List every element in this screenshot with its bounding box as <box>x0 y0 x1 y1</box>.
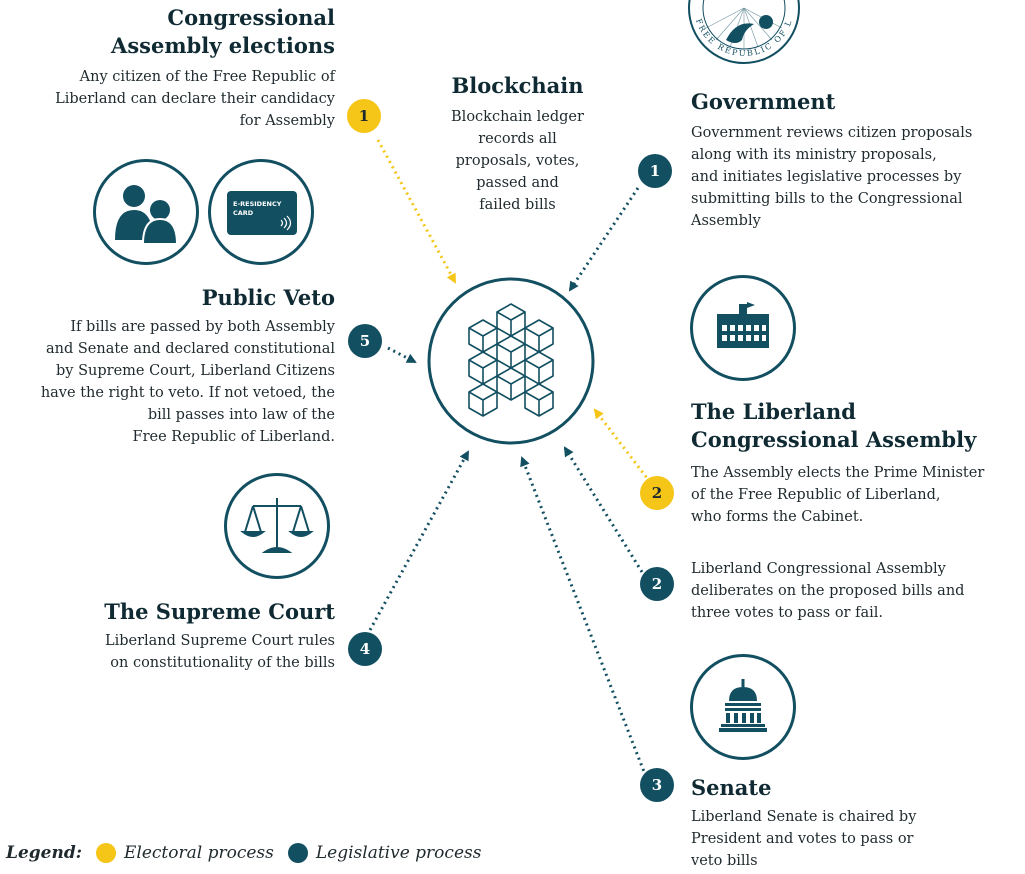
elections-text-line: Liberland can declare their candidacy <box>55 91 335 107</box>
blockchain-description: Blockchain ledger records all proposals,… <box>425 106 610 216</box>
elections-text-line: for Assembly <box>239 113 335 129</box>
electoral-swatch <box>96 843 116 863</box>
court-icon-ring <box>224 473 330 579</box>
scales-icon <box>240 498 314 553</box>
public-veto-text-line: by Supreme Court, Liberland Citizens <box>56 363 335 379</box>
legend-electoral-label: Electoral process <box>124 843 274 863</box>
arrow-assembly-legislative <box>563 446 644 573</box>
badge-supreme-court: 4 <box>348 632 382 666</box>
supreme-court-description: Liberland Supreme Court rules on constit… <box>0 630 335 674</box>
legend-legislative-label: Legislative process <box>315 843 482 863</box>
cubes-icon <box>468 303 554 417</box>
assembly-description: The Assembly elects the Prime Minister o… <box>691 462 1021 528</box>
senate-title: Senate <box>691 775 772 800</box>
blockchain-text-line: records all <box>478 131 557 147</box>
assembly-text-line: of the Free Republic of Liberland, <box>691 487 941 503</box>
public-veto-text-line: bill passes into law of the <box>147 407 335 423</box>
government-text-line: Assembly <box>691 213 761 229</box>
assembly-text-line: The Assembly elects the Prime Minister <box>691 465 985 481</box>
senate-text-line: President and votes to pass or <box>691 831 914 847</box>
liberland-seal-icon: FREE REPUBLIC OF LIBERLAND <box>686 0 800 64</box>
assembly-building-icon <box>717 302 769 348</box>
elections-title: Congressional Assembly elections <box>5 4 335 60</box>
public-veto-description: If bills are passed by both Assembly and… <box>0 316 335 448</box>
senate-text-line: Liberland Senate is chaired by <box>691 809 917 825</box>
deliberation-text-line: deliberates on the proposed bills and <box>691 583 965 599</box>
assembly-icon-ring <box>690 275 796 381</box>
badge-elections: 1 <box>347 99 381 133</box>
arrow-supreme-court <box>368 450 470 631</box>
government-text-line: along with its ministry proposals, <box>691 147 937 163</box>
card-line1: E-RESIDENCY <box>233 200 282 208</box>
assembly-title-line2: Congressional Assembly <box>691 427 977 452</box>
public-veto-title: Public Veto <box>201 285 335 310</box>
supreme-court-title: The Supreme Court <box>104 599 335 624</box>
supreme-court-text-line: Liberland Supreme Court rules <box>104 633 335 649</box>
citizens-icon-ring <box>93 159 199 265</box>
senate-text-line: veto bills <box>691 853 758 869</box>
arrow-assembly-electoral <box>593 408 652 483</box>
e-residency-card-icon: E-RESIDENCY CARD <box>227 191 297 235</box>
public-veto-text-line: have the right to veto. If not vetoed, t… <box>40 385 335 401</box>
legislative-swatch <box>287 843 308 863</box>
blockchain-hub <box>427 277 595 445</box>
government-text-line: submitting bills to the Congressional <box>691 191 963 207</box>
government-text-line: Government reviews citizen proposals <box>691 125 973 141</box>
citizens-icon <box>115 185 179 245</box>
arrow-government <box>568 187 640 292</box>
senate-icon-ring <box>690 654 796 760</box>
public-veto-text-line: and Senate and declared constitutional <box>45 341 335 357</box>
elections-text-line: Any citizen of the Free Republic of <box>79 69 335 85</box>
supreme-court-text-line: on constitutionality of the bills <box>110 655 335 671</box>
senate-description: Liberland Senate is chaired by President… <box>691 806 1021 872</box>
capitol-icon <box>719 679 767 732</box>
badge-senate: 3 <box>640 768 674 802</box>
arrow-senate <box>520 456 650 783</box>
blockchain-text-line: failed bills <box>479 197 556 213</box>
deliberation-text-line: Liberland Congressional Assembly <box>691 561 946 577</box>
government-title: Government <box>691 89 836 114</box>
badge-assembly-legislative: 2 <box>640 567 674 601</box>
blockchain-text-line: proposals, votes, <box>455 153 580 169</box>
public-veto-text-line: If bills are passed by both Assembly <box>70 319 335 335</box>
government-text-line: and initiates legislative processes by <box>691 169 962 185</box>
elections-title-line1: Congressional <box>167 5 335 30</box>
assembly-title: The Liberland Congressional Assembly <box>691 398 1021 454</box>
card-line2: CARD <box>233 209 254 217</box>
elections-description: Any citizen of the Free Republic of Libe… <box>0 66 335 132</box>
badge-assembly-electoral: 2 <box>640 476 674 510</box>
legend-title: Legend: <box>6 843 82 863</box>
badge-government: 1 <box>638 154 672 188</box>
blockchain-text-line: Blockchain ledger <box>451 109 584 125</box>
public-veto-text-line: Free Republic of Liberland. <box>132 429 335 445</box>
government-description: Government reviews citizen proposals alo… <box>691 122 1021 232</box>
assembly-text-line: who forms the Cabinet. <box>691 509 864 525</box>
blockchain-text-line: passed and <box>476 175 559 191</box>
elections-title-line2: Assembly elections <box>111 33 335 58</box>
e-residency-icon-ring: E-RESIDENCY CARD <box>208 159 314 265</box>
deliberation-text-line: three votes to pass or fail. <box>691 605 883 621</box>
deliberation-description: Liberland Congressional Assembly deliber… <box>691 558 1021 624</box>
badge-public-veto: 5 <box>348 324 382 358</box>
blockchain-title: Blockchain <box>451 73 584 98</box>
arrow-public-veto <box>387 346 417 364</box>
assembly-title-line1: The Liberland <box>691 399 856 424</box>
legend: Legend: Electoral process Legislative pr… <box>6 838 481 868</box>
